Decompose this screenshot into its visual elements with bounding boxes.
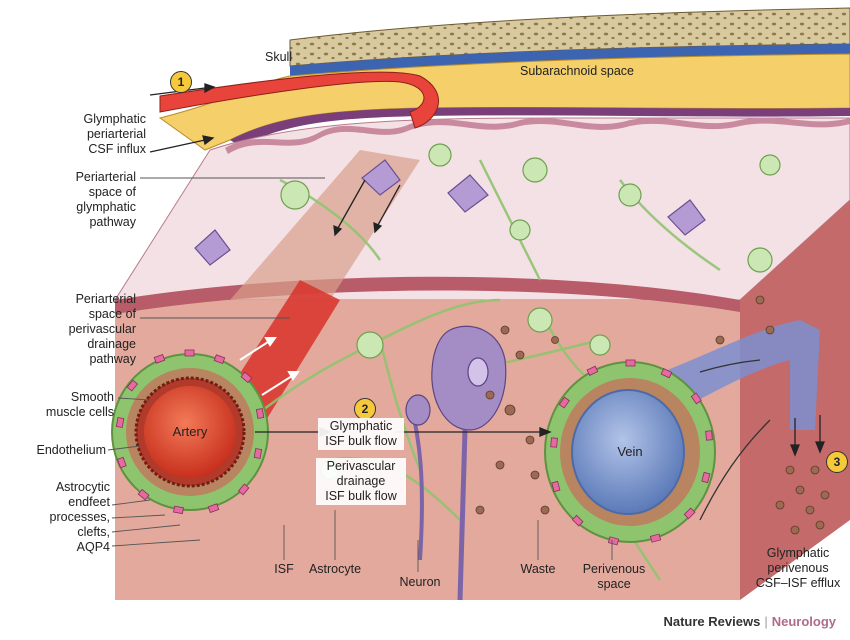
credit-publisher: Nature Reviews: [663, 614, 761, 629]
credit-separator: |: [764, 614, 768, 629]
artery-cross-section: [111, 353, 269, 511]
marker-1: 1: [170, 71, 192, 93]
credit-journal: Neurology: [771, 614, 836, 629]
label-peri-glym-line-4: pathway: [89, 215, 136, 229]
label-periarterial-drainage: Periarterial space of perivascular drain…: [10, 292, 136, 367]
label-drain-bulk-line-1: Perivascular: [326, 459, 396, 473]
journal-credit: Nature Reviews|Neurology: [663, 614, 836, 629]
label-efflux-line-1: Glymphatic: [766, 546, 830, 560]
label-csf-isf-efflux: Glymphatic perivenous CSF–ISF efflux: [748, 546, 848, 591]
label-vein: Vein: [617, 444, 643, 459]
label-waste: Waste: [520, 562, 556, 576]
label-csf-influx: Glymphatic periarterial CSF influx: [40, 112, 146, 157]
label-endothelium: Endothelium: [36, 443, 107, 457]
label-perivenous-line-1: Perivenous: [582, 562, 646, 576]
label-efflux-line-2: perivenous: [767, 561, 829, 575]
label-peri-drain-line-4: drainage: [87, 337, 136, 351]
label-glymphatic-isf-bulk-flow: Glymphatic ISF bulk flow: [318, 418, 404, 450]
label-peri-glym-line-1: Periarterial: [75, 170, 136, 184]
label-drain-bulk-line-2: drainage: [336, 474, 386, 488]
label-artery: Artery: [172, 424, 208, 439]
label-isf: ISF: [274, 562, 294, 576]
label-astro-line-4: clefts,: [77, 525, 110, 539]
label-smooth-line-1: Smooth: [70, 390, 114, 404]
vein-cross-section: [544, 361, 716, 543]
label-perivascular-drainage-bulk-flow: Perivascular drainage ISF bulk flow: [316, 458, 406, 505]
label-peri-drain-line-1: Periarterial: [75, 292, 136, 306]
label-astro-line-5: AQP4: [76, 540, 110, 554]
label-csf-influx-line-1: Glymphatic: [83, 112, 146, 126]
label-astrocytic-endfeet: Astrocytic endfeet processes, clefts, AQ…: [6, 480, 110, 555]
label-efflux-line-3: CSF–ISF efflux: [755, 576, 841, 590]
label-astro-line-1: Astrocytic: [55, 480, 110, 494]
label-peri-glym-line-3: glymphatic: [76, 200, 136, 214]
label-csf-influx-line-2: periarterial: [86, 127, 146, 141]
label-peri-drain-line-2: space of: [88, 307, 136, 321]
label-periarterial-glymphatic: Periarterial space of glymphatic pathway: [10, 170, 136, 230]
marker-3: 3: [826, 451, 848, 473]
marker-2: 2: [354, 398, 376, 420]
cortex-surface: [114, 117, 850, 301]
label-drain-bulk-line-3: ISF bulk flow: [325, 489, 397, 503]
label-neuron: Neuron: [399, 575, 441, 589]
pia-layer: [230, 107, 850, 146]
label-peri-glym-line-2: space of: [88, 185, 136, 199]
label-astrocyte: Astrocyte: [308, 562, 362, 576]
label-subarachnoid-space: Subarachnoid space: [520, 64, 634, 78]
label-perivenous-space: Perivenous space: [576, 562, 652, 592]
label-csf-influx-line-3: CSF influx: [88, 142, 146, 156]
label-skull: Skull: [265, 50, 293, 64]
label-bulk-line-2: ISF bulk flow: [325, 434, 397, 448]
label-astro-line-2: endfeet: [68, 495, 110, 509]
label-smooth-muscle-cells: Smooth muscle cells: [10, 390, 114, 420]
label-peri-drain-line-3: perivascular: [68, 322, 136, 336]
periarterial-influx-channel: [159, 71, 439, 129]
label-peri-drain-line-5: pathway: [89, 352, 136, 366]
label-astro-line-3: processes,: [49, 510, 110, 524]
dura-layer: [290, 44, 850, 76]
label-perivenous-line-2: space: [597, 577, 631, 591]
label-smooth-line-2: muscle cells: [45, 405, 114, 419]
label-bulk-line-1: Glymphatic: [329, 419, 393, 433]
